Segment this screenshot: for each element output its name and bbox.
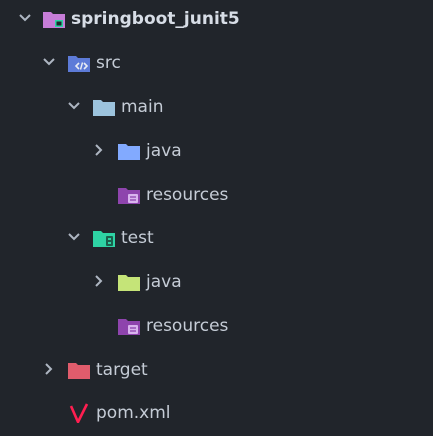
tree-item-target[interactable]: target — [0, 353, 433, 389]
tree-item-test-resources[interactable]: resources — [0, 309, 433, 345]
test-folder-icon — [93, 231, 115, 247]
tree-item-label: target — [96, 360, 148, 380]
folder-icon — [93, 100, 115, 116]
resources-folder-icon — [118, 319, 140, 335]
chevron-right-icon[interactable] — [91, 142, 107, 158]
resources-folder-icon — [118, 188, 140, 204]
tree-item-label: pom.xml — [96, 403, 171, 423]
tree-item-src[interactable]: src — [0, 46, 433, 82]
tree-item-pom-xml[interactable]: pom.xml — [0, 396, 433, 432]
tree-item-main[interactable]: main — [0, 90, 433, 126]
tree-item-label: java — [146, 272, 182, 292]
chevron-down-icon[interactable] — [17, 10, 33, 26]
tree-item-label: resources — [146, 185, 229, 205]
module-folder-icon — [43, 12, 65, 28]
tree-item-main-java[interactable]: java — [0, 134, 433, 170]
chevron-right-icon[interactable] — [91, 273, 107, 289]
tree-item-label: resources — [146, 316, 229, 336]
tree-item-label: src — [96, 53, 121, 73]
tree-item-label: java — [146, 141, 182, 161]
target-folder-icon — [68, 363, 90, 379]
tree-item-test-java[interactable]: java — [0, 265, 433, 301]
chevron-right-icon[interactable] — [41, 361, 57, 377]
tree-item-test[interactable]: test — [0, 221, 433, 257]
maven-icon — [69, 403, 89, 423]
tree-item-springboot-junit5[interactable]: springboot_junit5 — [0, 2, 433, 38]
chevron-down-icon[interactable] — [41, 54, 57, 70]
source-folder-icon — [68, 56, 90, 72]
test-java-folder-icon — [118, 275, 140, 291]
tree-item-main-resources[interactable]: resources — [0, 178, 433, 214]
java-source-folder-icon — [118, 144, 140, 160]
chevron-down-icon[interactable] — [66, 229, 82, 245]
tree-item-label: springboot_junit5 — [71, 9, 240, 29]
tree-item-label: main — [121, 97, 164, 117]
tree-item-label: test — [121, 228, 154, 248]
chevron-down-icon[interactable] — [66, 98, 82, 114]
